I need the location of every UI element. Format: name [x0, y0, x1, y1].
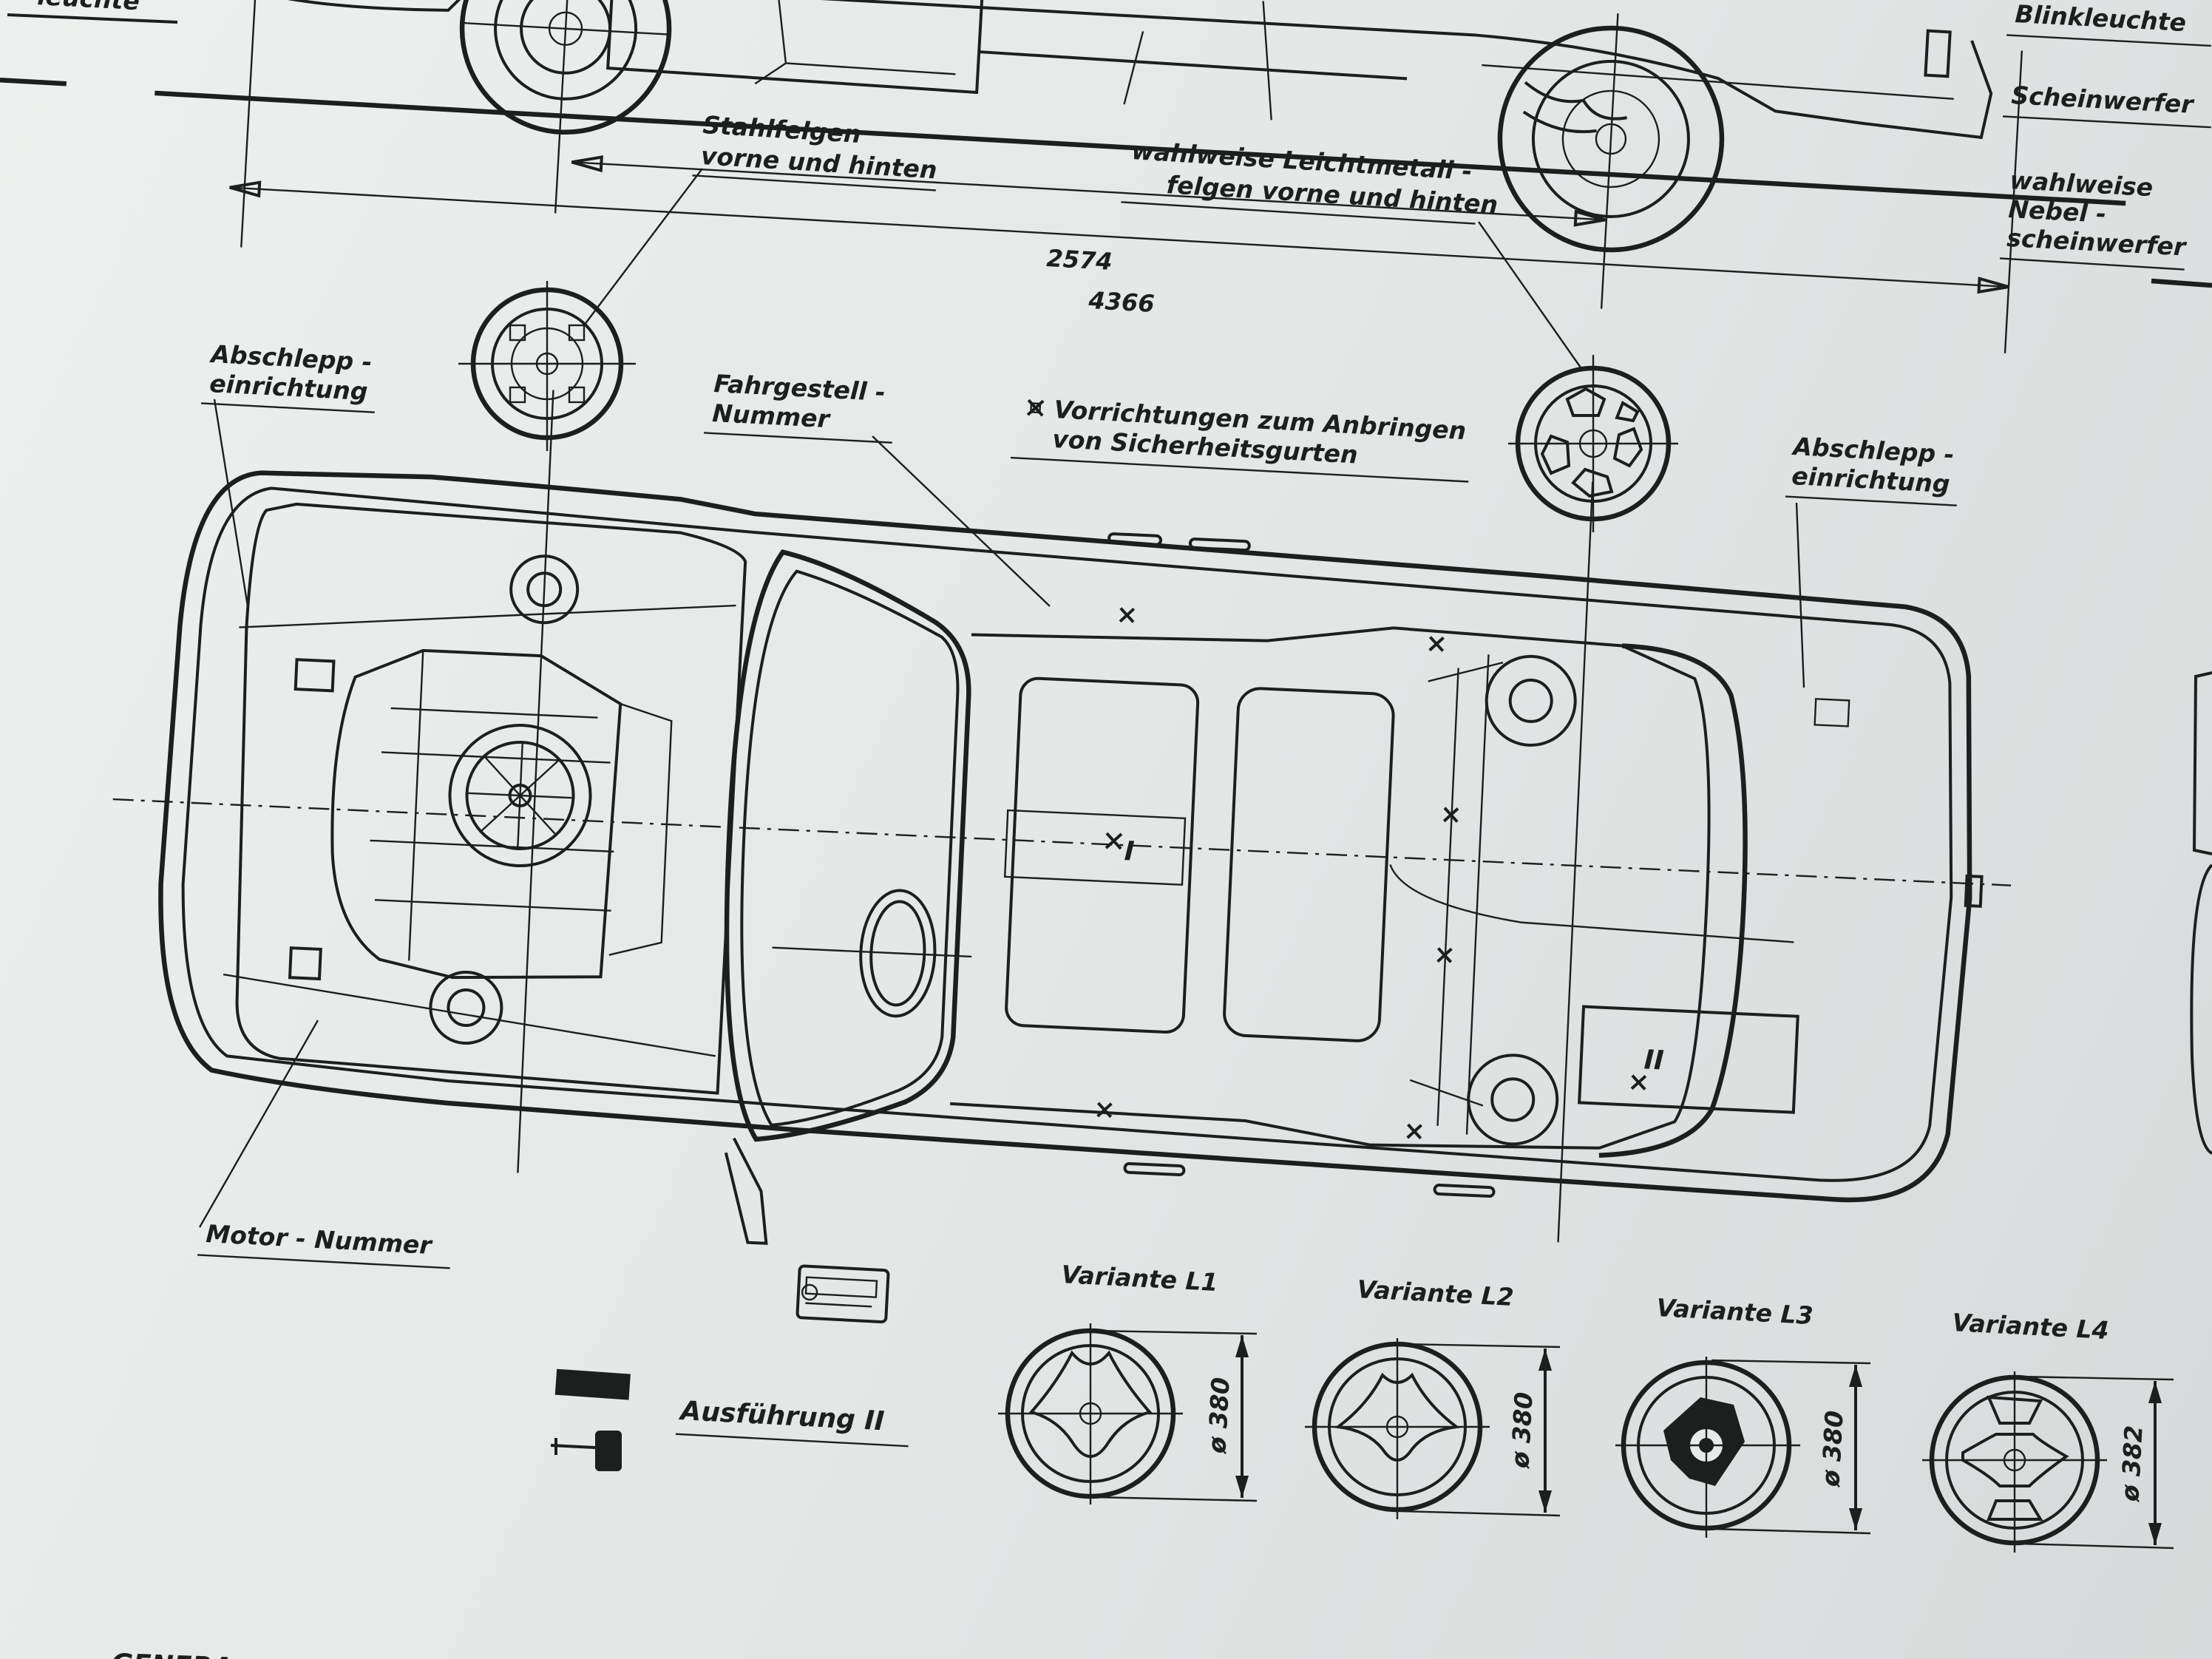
door-handles	[1107, 532, 1984, 1198]
variant-l1-label: Variante L1	[1061, 1260, 1219, 1297]
label-headlight: Scheinwerfer	[2003, 81, 2211, 129]
seatbelt-anchor-marks	[1096, 607, 1647, 1140]
tow-rear-leader	[1795, 502, 1805, 688]
side-body-details	[754, 0, 1954, 121]
steering-variant-l4: Variante L4 ø 382	[1922, 1308, 2174, 1553]
steering-variant-l1: Variante L1 ø 380	[998, 1260, 1258, 1504]
label-chassis-number: Fahrgestell - Nummer	[704, 369, 892, 444]
rear-spring-detail	[1522, 81, 1627, 134]
engine-bay	[235, 502, 747, 1095]
ground-line-left	[0, 77, 67, 86]
zone-one-label: I	[1124, 836, 1135, 867]
dimension-lines	[229, 0, 2023, 353]
label-version: Ausführung II	[675, 1396, 909, 1448]
key-icon	[550, 1368, 631, 1471]
side-front-wheel	[459, 0, 672, 214]
label-fog-light: wahlweise Nebel - scheinwerfer	[1999, 166, 2188, 271]
wheelbase-line	[571, 161, 1606, 221]
svg-text:leuchte: leuchte	[37, 0, 140, 16]
steering-variant-l3: Variante L3 ø 380	[1615, 1293, 1871, 1538]
rear-box	[1578, 1005, 1799, 1114]
length-line	[229, 186, 2009, 288]
svg-text:Ausführung II: Ausführung II	[678, 1396, 886, 1437]
wheelbase-dimension: 2574	[1046, 244, 1113, 276]
alloy-wheel-icon	[1508, 355, 1678, 532]
svg-text:Nebel -: Nebel -	[2008, 194, 2107, 228]
body-outline	[158, 470, 1972, 1203]
ground-line	[155, 90, 2126, 206]
plan-view-car: I II	[112, 390, 2012, 1245]
partial-right-drawing	[2190, 671, 2212, 1155]
variant-l4-diameter: ø 382	[2115, 1425, 2148, 1503]
windscreen	[724, 549, 971, 1142]
variant-l4-label: Variante L4	[1952, 1308, 2110, 1345]
center-axis	[112, 798, 2012, 886]
side-body-outline	[284, 0, 1993, 140]
zone-two-label: II	[1643, 1045, 1665, 1076]
side-view	[0, 0, 2126, 309]
variant-l3-label: Variante L3	[1656, 1293, 1814, 1330]
engine	[223, 554, 736, 1057]
svg-text:Motor - Nummer: Motor - Nummer	[206, 1219, 434, 1260]
svg-text:Blinkleuchte: Blinkleuchte	[2015, 0, 2187, 37]
label-seatbelt-mounts: Vorrichtungen zum Anbringen von Sicherhe…	[1011, 395, 1469, 483]
steering-wheel-in-car	[772, 889, 972, 1018]
roof-outline	[950, 626, 1711, 1150]
tow-front-leader	[213, 398, 249, 607]
svg-text:scheinwerfer: scheinwerfer	[2006, 223, 2187, 262]
label-engine-number: Motor - Nummer	[197, 1219, 450, 1269]
steel-wheel-icon	[458, 281, 636, 451]
body-inner-outline	[181, 486, 1953, 1182]
bottom-partial-heading: GENERA	[111, 1649, 234, 1659]
label-tow-rear: Abschlepp - einrichtung	[1785, 432, 1957, 506]
chassis-number-leader	[872, 435, 1051, 607]
label-tow-front: Abschlepp - einrichtung	[201, 339, 375, 413]
rear-window	[1598, 643, 1748, 1158]
alloy-rims-leader	[1478, 221, 1583, 370]
side-rear-wheel	[1497, 13, 1725, 309]
variant-l2-diameter: ø 380	[1505, 1391, 1538, 1470]
engine-number-leader	[198, 1020, 319, 1228]
steel-rims-leader	[583, 168, 703, 326]
fog-light-marker	[2151, 278, 2212, 288]
rear-suspension	[1389, 654, 1794, 1146]
label-alloy-rims: wahlweise Leichtmetall - felgen vorne un…	[1121, 136, 1499, 225]
label-partial-top-left: leuchte	[7, 0, 178, 24]
variant-l2-label: Variante L2	[1357, 1275, 1515, 1312]
rear-axle-line	[1557, 481, 1594, 1243]
sunroof-panel-front	[1005, 676, 1200, 1034]
side-mirror	[724, 1137, 768, 1245]
sunroof-panel-rear	[1223, 687, 1395, 1042]
variant-l1-diameter: ø 380	[1202, 1377, 1235, 1455]
label-turn-signal: Blinkleuchte	[2006, 0, 2211, 47]
svg-text:Nummer: Nummer	[711, 398, 831, 433]
variant-l3-diameter: ø 380	[1816, 1410, 1848, 1488]
svg-text:Scheinwerfer: Scheinwerfer	[2011, 81, 2196, 119]
seatbelt-mount-icon	[1026, 398, 1045, 417]
steering-variant-l2: Variante L2 ø 380	[1305, 1275, 1561, 1519]
overall-length-dimension: 4366	[1088, 286, 1156, 318]
label-steel-rims: Stahlfelgen vorne und hinten	[692, 110, 938, 191]
radio-icon	[795, 1264, 890, 1324]
